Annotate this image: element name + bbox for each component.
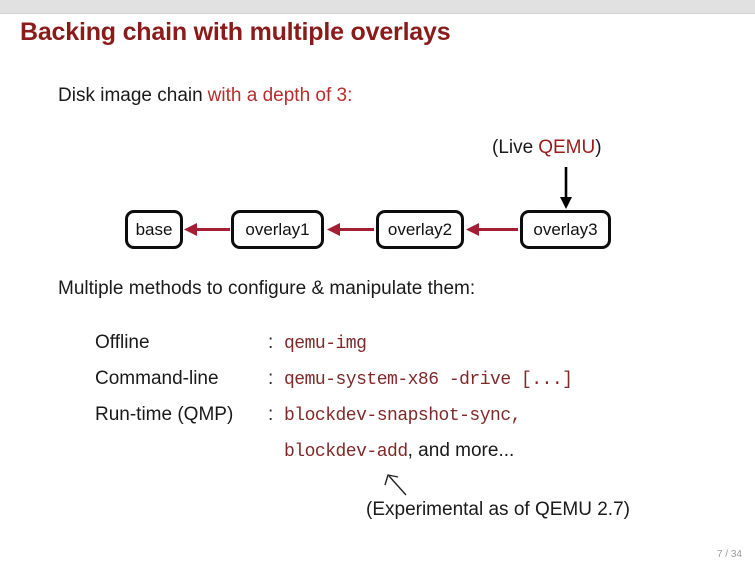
- methods-heading: Multiple methods to configure & manipula…: [58, 278, 476, 299]
- method-label: Offline: [95, 332, 150, 353]
- node-overlay3-label: overlay3: [533, 219, 598, 239]
- node-overlay3: overlay3: [520, 210, 611, 249]
- method-label: Command-line: [95, 368, 219, 389]
- page-number: 7 / 34: [716, 549, 742, 560]
- backing-arrow-overlay2-to-overlay1: [327, 223, 374, 236]
- live-qemu-arrow: [560, 167, 572, 209]
- intro-highlight-text: with a depth of 3:: [207, 85, 353, 106]
- method-suffix: , and more...: [407, 440, 515, 461]
- method-label: Run-time (QMP): [95, 404, 234, 425]
- method-code: qemu-img: [284, 334, 367, 354]
- intro-text: Disk image chain: [58, 85, 203, 106]
- node-overlay1-label: overlay1: [245, 219, 310, 239]
- top-bar: [0, 0, 755, 14]
- backing-arrow-overlay3-to-overlay2: [466, 223, 518, 236]
- method-row-command-line: Command-line : qemu-system-x86 -drive [.…: [95, 368, 573, 404]
- method-row-runtime-qmp: Run-time (QMP) : blockdev-snapshot-sync,: [95, 404, 572, 440]
- backing-arrow-overlay1-to-base: [184, 223, 230, 236]
- method-colon: :: [268, 332, 274, 353]
- method-colon: :: [268, 404, 274, 425]
- node-base-label: base: [135, 219, 173, 239]
- method-code: qemu-system-x86 -drive [...]: [284, 370, 573, 390]
- node-base: base: [125, 210, 183, 249]
- live-qemu-close-paren: ): [595, 137, 602, 158]
- live-qemu-word: QEMU: [538, 137, 596, 158]
- node-overlay2: overlay2: [376, 210, 464, 249]
- method-row-continuation: blockdev-add, and more...: [95, 440, 572, 476]
- methods-list: Offline : qemu-img Command-line : qemu-s…: [95, 332, 573, 476]
- experimental-note: (Experimental as of QEMU 2.7): [366, 499, 630, 520]
- method-row-offline: Offline : qemu-img: [95, 332, 572, 368]
- method-code: blockdev-snapshot-sync,: [284, 406, 521, 426]
- node-overlay2-label: overlay2: [387, 219, 453, 239]
- live-qemu-prefix: (Live: [492, 137, 534, 158]
- node-overlay1: overlay1: [231, 210, 324, 249]
- slide-title: Backing chain with multiple overlays: [20, 18, 451, 46]
- note-arrow: [384, 474, 407, 496]
- method-colon: :: [268, 368, 274, 389]
- method-code: blockdev-add: [284, 442, 408, 462]
